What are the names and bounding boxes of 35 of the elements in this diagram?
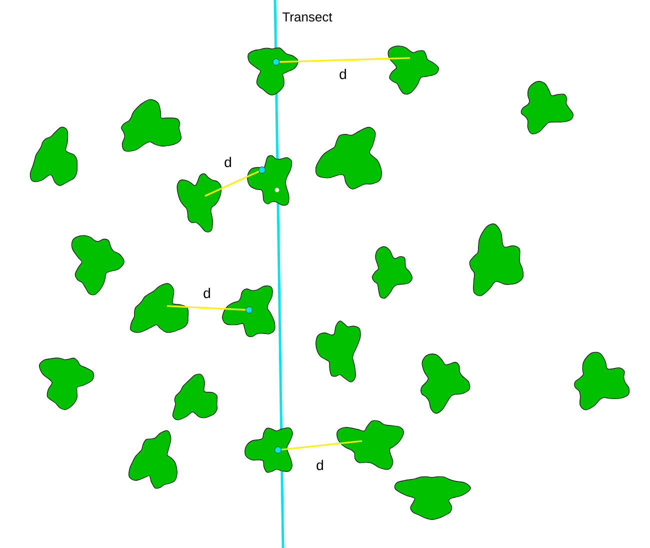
point-marker — [274, 446, 282, 454]
plant-blob — [520, 81, 574, 134]
plant-blob — [469, 224, 524, 296]
plant-blob — [372, 246, 412, 299]
plant-blob — [222, 286, 276, 338]
edge-label: d — [340, 68, 346, 80]
plant-blob — [247, 155, 292, 206]
point-marker — [246, 306, 252, 314]
distance-line — [204, 170, 260, 197]
plant-blob — [388, 46, 439, 94]
transect-label: Transect — [282, 12, 332, 22]
plant-blob — [71, 235, 124, 296]
plant-blob — [121, 99, 182, 152]
plant-blob — [394, 476, 471, 520]
plant-blob — [39, 358, 94, 410]
distance-line — [279, 57, 410, 63]
plant-blob — [244, 427, 293, 473]
plant-blob — [128, 430, 178, 489]
plant-blob — [176, 173, 222, 232]
point-marker — [258, 166, 266, 174]
plant-blob — [30, 126, 78, 186]
plant-blob — [172, 374, 218, 420]
plant-blob — [248, 47, 298, 96]
edge-label: d — [204, 288, 210, 298]
edge-label: d — [316, 460, 323, 470]
edge-label: d — [224, 156, 231, 168]
distance-line — [166, 305, 246, 311]
plant-blob — [130, 283, 189, 333]
plant-blob — [574, 352, 630, 410]
point-marker — [272, 58, 280, 66]
plant-blob — [336, 420, 404, 470]
plant-blob — [420, 354, 470, 414]
plant-blob — [315, 126, 382, 190]
distance-line — [281, 440, 362, 450]
plant-blob — [316, 320, 361, 382]
